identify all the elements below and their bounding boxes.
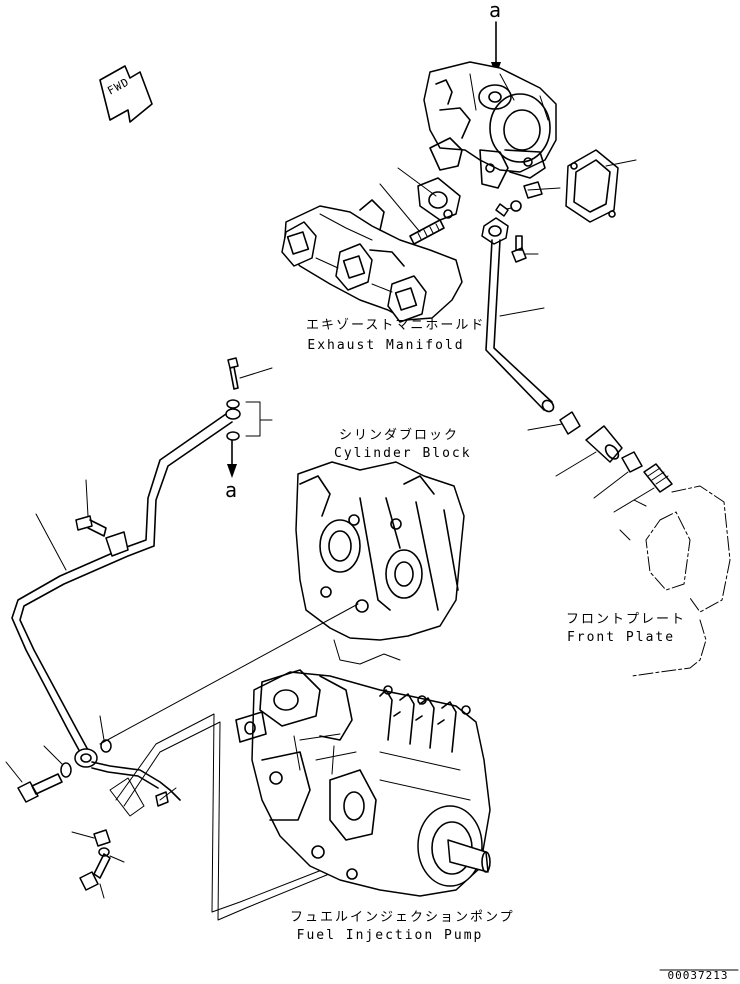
exhaust-manifold-drawing xyxy=(281,199,463,323)
pipe-clamp-drawing xyxy=(75,479,129,557)
cylinder-block-label-en: Cylinder Block xyxy=(334,446,472,461)
small-fittings-drawing xyxy=(71,829,125,899)
cylinder-block-label-jp: シリンダブロック xyxy=(338,428,459,443)
fuel-pump-label-en: Fuel Injection Pump xyxy=(296,928,484,943)
fuel-injection-pump-drawing xyxy=(235,669,491,897)
reference-label-top: a xyxy=(489,0,502,22)
front-plate-drawing xyxy=(619,485,731,677)
return-pipe-drawing xyxy=(91,713,335,921)
exhaust-manifold-label-en: Exhaust Manifold xyxy=(307,338,465,353)
banjo-bolt-bottom-drawing xyxy=(5,715,112,803)
turbo-oil-pipe-drawing xyxy=(481,203,555,413)
turbocharger-drawing xyxy=(423,61,557,189)
turbo-inlet-gasket-drawing xyxy=(397,167,461,221)
front-plate-label-en: Front Plate xyxy=(566,630,676,645)
turbo-nut-drawing xyxy=(499,181,561,212)
fwd-arrow-icon xyxy=(99,65,153,123)
front-plate-label-jp: フロントプレート xyxy=(566,612,687,627)
pipe-bolt-drawing xyxy=(511,235,539,263)
stud-bolt-drawing xyxy=(379,183,445,245)
reference-arrow-middle-icon xyxy=(227,437,237,478)
turbo-outlet-gasket-drawing xyxy=(565,149,637,223)
fuel-pump-label-jp: フュエルインジェクションポンプ xyxy=(290,910,515,925)
reference-label-middle: a xyxy=(225,478,238,502)
left-pipe-drawing xyxy=(11,413,233,768)
banjo-bolt-top-drawing xyxy=(225,357,273,441)
pipe-union-drawing xyxy=(527,411,673,513)
cylinder-block-drawing xyxy=(99,461,465,745)
drawing-number: 00037213 xyxy=(667,969,729,982)
exhaust-manifold-label-jp: エキゾーストマニホールド xyxy=(306,318,486,333)
